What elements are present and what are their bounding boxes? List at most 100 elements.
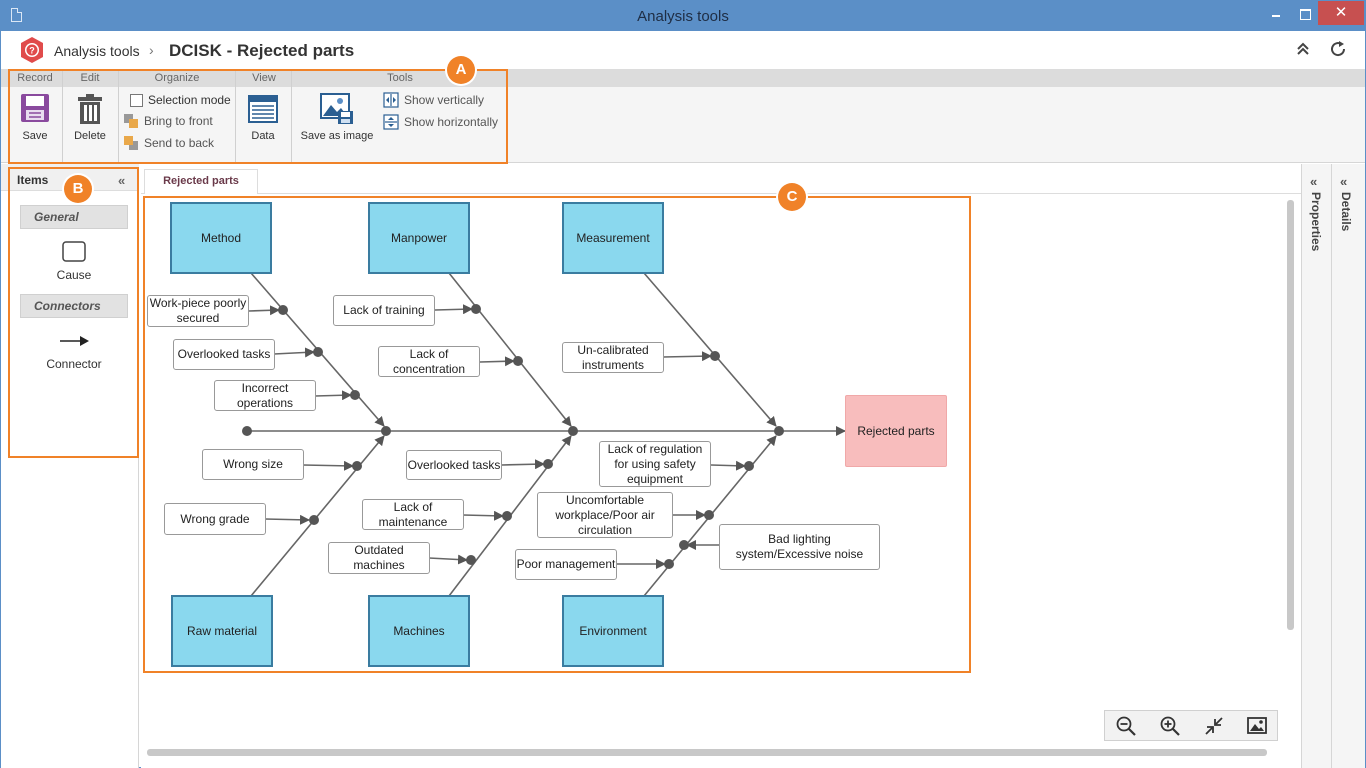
- save-label: Save: [22, 130, 48, 142]
- expand-properties-icon[interactable]: «: [1310, 174, 1317, 189]
- cause-lack-of-regulation[interactable]: Lack of regulation for using safety equi…: [599, 441, 711, 487]
- cause-lack-of-maintenance[interactable]: Lack of maintenance: [362, 499, 464, 530]
- cause-label: Cause: [56, 268, 92, 282]
- send-to-back-label: Send to back: [144, 136, 215, 150]
- selection-mode-checkbox[interactable]: Selection mode: [130, 91, 231, 109]
- data-button[interactable]: Data: [243, 93, 283, 145]
- cause-overlooked-tasks-method[interactable]: Overlooked tasks: [173, 339, 275, 370]
- properties-panel[interactable]: « Properties: [1301, 164, 1331, 768]
- send-to-back-button[interactable]: Send to back: [123, 134, 214, 152]
- category-environment[interactable]: Environment: [562, 595, 664, 667]
- cause-uncomfortable-workplace[interactable]: Uncomfortable workplace/Poor air circula…: [537, 492, 673, 538]
- page-title: DCISK - Rejected parts: [169, 41, 355, 60]
- show-horizontally-icon: [383, 114, 399, 130]
- group-label-tools: Tools: [387, 72, 413, 84]
- tab-rejected-parts[interactable]: Rejected parts: [144, 169, 258, 195]
- expand-details-icon[interactable]: «: [1340, 174, 1347, 189]
- svg-text:?: ?: [29, 46, 35, 56]
- minimize-button[interactable]: [1263, 1, 1289, 25]
- cause-workpiece-poorly-secured[interactable]: Work-piece poorly secured: [147, 295, 249, 327]
- details-label: Details: [1339, 192, 1353, 232]
- badge-b: B: [64, 175, 92, 203]
- group-divider: [235, 69, 236, 163]
- group-divider: [291, 69, 292, 163]
- badge-c: C: [778, 183, 806, 211]
- title-bar: Analysis tools ✕: [1, 1, 1365, 31]
- collapse-items-icon[interactable]: «: [118, 173, 125, 188]
- save-image-icon: [320, 93, 353, 124]
- group-label-view: View: [252, 72, 276, 84]
- breadcrumb-separator: ›: [149, 42, 154, 58]
- show-vertically-icon: [383, 92, 399, 108]
- cause-uncalibrated-instruments[interactable]: Un-calibrated instruments: [562, 342, 664, 373]
- cause-lack-of-concentration[interactable]: Lack of concentration: [378, 346, 480, 377]
- group-label-edit: Edit: [80, 72, 100, 84]
- category-method[interactable]: Method: [170, 202, 272, 274]
- group-label-record: Record: [17, 72, 53, 84]
- badge-a: A: [447, 56, 475, 84]
- collapse-header-icon[interactable]: [1295, 41, 1311, 57]
- cause-incorrect-operations[interactable]: Incorrect operations: [214, 380, 316, 411]
- cause-tool[interactable]: Cause: [20, 241, 128, 282]
- zoom-out-icon[interactable]: [1115, 715, 1137, 737]
- category-machines[interactable]: Machines: [368, 595, 470, 667]
- toolbar-ribbon: Record Edit Organize View Tools Save: [1, 69, 1365, 163]
- window-title: Analysis tools: [637, 8, 729, 25]
- connector-tool[interactable]: Connector: [20, 334, 128, 371]
- show-horizontally-label: Show horizontally: [404, 115, 499, 129]
- diagram-tabbar: Rejected parts: [141, 164, 1301, 195]
- data-table-icon: [248, 95, 278, 123]
- export-image-icon[interactable]: [1246, 715, 1268, 737]
- cause-poor-management[interactable]: Poor management: [515, 549, 617, 580]
- show-vertically-button[interactable]: Show vertically: [383, 91, 484, 109]
- save-button[interactable]: Save: [15, 93, 55, 145]
- cause-outdated-machines[interactable]: Outdated machines: [328, 542, 430, 574]
- show-horizontally-button[interactable]: Show horizontally: [383, 113, 498, 131]
- maximize-button[interactable]: [1291, 1, 1317, 25]
- app-logo-icon: ?: [21, 37, 43, 63]
- bring-to-front-button[interactable]: Bring to front: [123, 112, 213, 130]
- arrow-right-icon: [60, 336, 89, 346]
- breadcrumb-app[interactable]: Analysis tools: [54, 43, 140, 59]
- refresh-icon[interactable]: [1329, 40, 1347, 58]
- close-button[interactable]: ✕: [1318, 1, 1364, 25]
- vertical-scrollbar[interactable]: [1287, 200, 1294, 630]
- show-vertically-label: Show vertically: [404, 93, 485, 107]
- delete-button[interactable]: Delete: [69, 93, 111, 145]
- bring-to-front-label: Bring to front: [144, 114, 213, 128]
- details-panel[interactable]: « Details: [1331, 164, 1365, 768]
- section-connectors[interactable]: Connectors: [20, 294, 128, 318]
- cause-overlooked-tasks-machines[interactable]: Overlooked tasks: [406, 450, 502, 480]
- save-as-image-button[interactable]: Save as image: [297, 93, 377, 145]
- zoom-toolbar: [1104, 710, 1278, 741]
- save-icon: [21, 94, 49, 122]
- horizontal-scrollbar[interactable]: [147, 749, 1267, 756]
- cause-lack-of-training[interactable]: Lack of training: [333, 295, 435, 326]
- cause-bad-lighting[interactable]: Bad lighting system/Excessive noise: [719, 524, 880, 570]
- group-divider: [118, 69, 119, 163]
- group-label-organize: Organize: [154, 72, 200, 84]
- category-measurement[interactable]: Measurement: [562, 202, 664, 274]
- send-to-back-icon: [124, 136, 138, 150]
- items-panel: Items « General Cause Connectors Connect…: [1, 164, 139, 768]
- cause-shape-icon: [62, 241, 86, 262]
- items-title: Items: [17, 173, 49, 187]
- section-general[interactable]: General: [20, 205, 128, 229]
- cause-wrong-size[interactable]: Wrong size: [202, 449, 304, 480]
- document-icon: [11, 8, 22, 22]
- category-raw-material[interactable]: Raw material: [171, 595, 273, 667]
- fit-to-screen-icon[interactable]: [1203, 715, 1225, 737]
- connector-label: Connector: [46, 357, 102, 371]
- data-label: Data: [251, 130, 275, 142]
- category-manpower[interactable]: Manpower: [368, 202, 470, 274]
- effect-rejected-parts[interactable]: Rejected parts: [845, 395, 947, 467]
- diagram-canvas[interactable]: [141, 194, 1301, 768]
- save-as-image-label: Save as image: [300, 130, 374, 142]
- selection-mode-label: Selection mode: [148, 93, 231, 107]
- cause-wrong-grade[interactable]: Wrong grade: [164, 503, 266, 535]
- properties-label: Properties: [1309, 192, 1323, 252]
- page-header: ? Analysis tools › DCISK - Rejected part…: [1, 31, 1365, 69]
- delete-label: Delete: [74, 130, 106, 142]
- zoom-in-icon[interactable]: [1159, 715, 1181, 737]
